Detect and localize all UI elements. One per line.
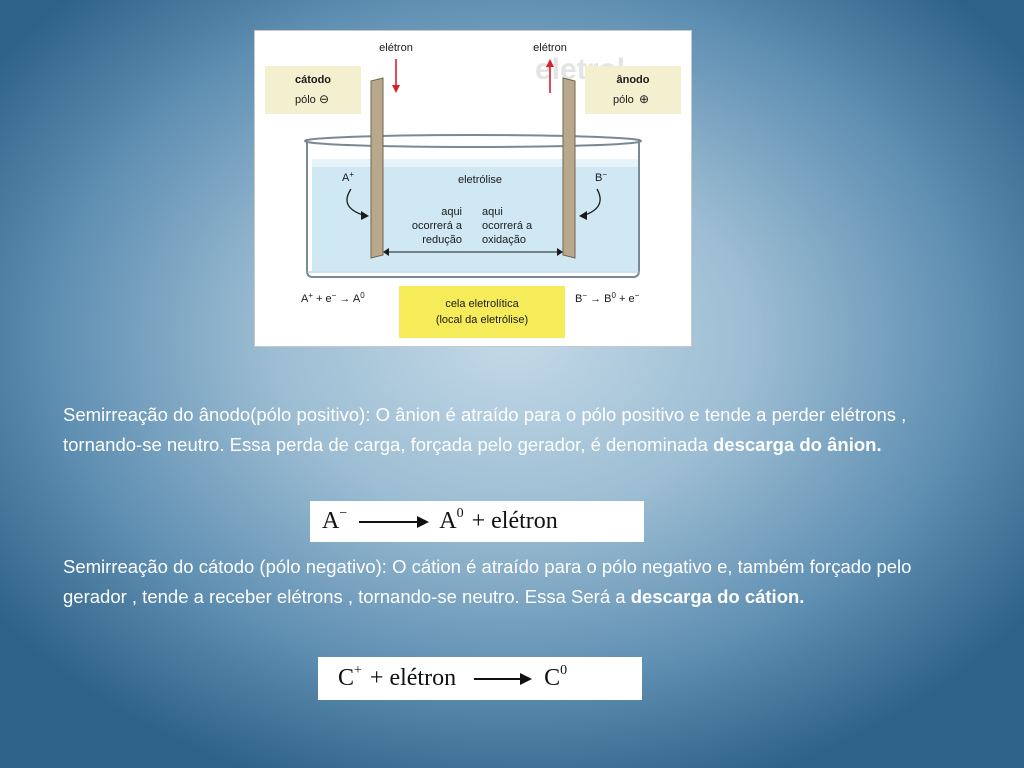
electron-down-arrow-icon [392, 59, 400, 93]
cathode-title: cátodo [295, 74, 331, 86]
oxidation-note-line3: oxidação [482, 234, 526, 246]
electrolysis-diagram: eletrol cátodo pólo ⊖ ânodo pólo ⊕ elétr… [254, 30, 692, 347]
eq2-product: C0 [544, 663, 568, 691]
anode-paragraph-bold: descarga do ânion. [713, 434, 882, 455]
reduction-note-line3: redução [422, 234, 462, 246]
cation-discharge-equation: C+ + elétron C0 [318, 657, 642, 700]
cation-label: A+ [342, 170, 354, 184]
eq2-rest: + elétron [369, 665, 457, 691]
cathode-paragraph-bold: descarga do cátion. [630, 586, 805, 607]
cathode-label-box: cátodo pólo ⊖ [265, 66, 361, 114]
double-arrow-icon [383, 248, 563, 256]
anode-paragraph: Semirreação do ânodo(pólo positivo): O â… [63, 400, 963, 460]
eq2-reactant: C+ [338, 663, 362, 691]
cathode-half-reaction: A+ + e− → A0 [301, 291, 365, 305]
anion-discharge-equation: A− A0 + elétron [310, 501, 644, 542]
electron-up-arrow-icon [546, 59, 554, 93]
cathode-paragraph: Semirreação do cátodo (pólo negativo): O… [63, 552, 963, 612]
eq1-rest: + elétron [471, 508, 558, 534]
anion-curved-arrow-icon [579, 188, 601, 220]
electron-label-right: elétron [533, 42, 567, 54]
reduction-note-line1: aqui [441, 206, 462, 218]
plus-sign-icon: ⊕ [639, 92, 649, 106]
anion-label: B− [595, 170, 607, 184]
anode-title: ânodo [617, 74, 650, 86]
eq1-product: A0 [439, 506, 464, 534]
cell-label-line2: (local da eletrólise) [436, 314, 528, 326]
anode-label-box: ânodo pólo ⊕ [585, 66, 681, 114]
anode-half-reaction: B− → B0 + e− [575, 291, 640, 305]
cathode-pole: pólo [295, 94, 316, 106]
oxidation-note-line2: ocorrerá a [482, 220, 533, 232]
cation-curved-arrow-icon [346, 188, 369, 220]
cathode-electrode [370, 77, 384, 259]
cathode-paragraph-text: Semirreação do cátodo (pólo negativo): O… [63, 556, 912, 607]
reduction-note-line2: ocorrerá a [412, 220, 463, 232]
oxidation-note-line1: aqui [482, 206, 503, 218]
reaction-arrow-icon [359, 515, 430, 528]
cell-label-box: cela eletrolítica (local da eletrólise) [399, 286, 565, 338]
electrolysis-label: eletrólise [458, 174, 502, 186]
cell-label-line1: cela eletrolítica [445, 298, 519, 310]
anode-pole: pólo [613, 94, 634, 106]
electron-label-left: elétron [379, 42, 413, 54]
anode-electrode [562, 77, 576, 259]
anode-paragraph-text: Semirreação do ânodo(pólo positivo): O â… [63, 404, 907, 455]
reaction-arrow-icon [474, 672, 533, 685]
eq1-reactant: A− [322, 506, 348, 534]
beaker [304, 134, 642, 278]
minus-sign-icon: ⊖ [319, 92, 329, 106]
